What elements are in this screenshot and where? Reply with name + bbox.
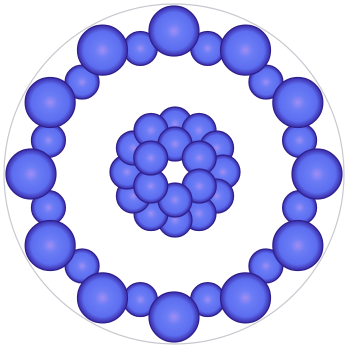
outer-large-sphere: [25, 221, 75, 271]
outer-large-sphere: [221, 273, 271, 323]
outer-large-sphere: [149, 292, 199, 342]
outer-large-sphere: [6, 149, 56, 199]
outer-large-sphere: [78, 273, 128, 323]
outer-large-sphere: [273, 78, 323, 128]
outer-large-sphere: [25, 78, 75, 128]
outer-large-sphere: [149, 6, 199, 56]
outer-large-sphere: [292, 149, 342, 199]
outer-large-sphere: [273, 221, 323, 271]
outer-large-sphere: [221, 25, 271, 75]
cluster-middle-sphere: [134, 141, 168, 175]
outer-large-sphere: [78, 25, 128, 75]
